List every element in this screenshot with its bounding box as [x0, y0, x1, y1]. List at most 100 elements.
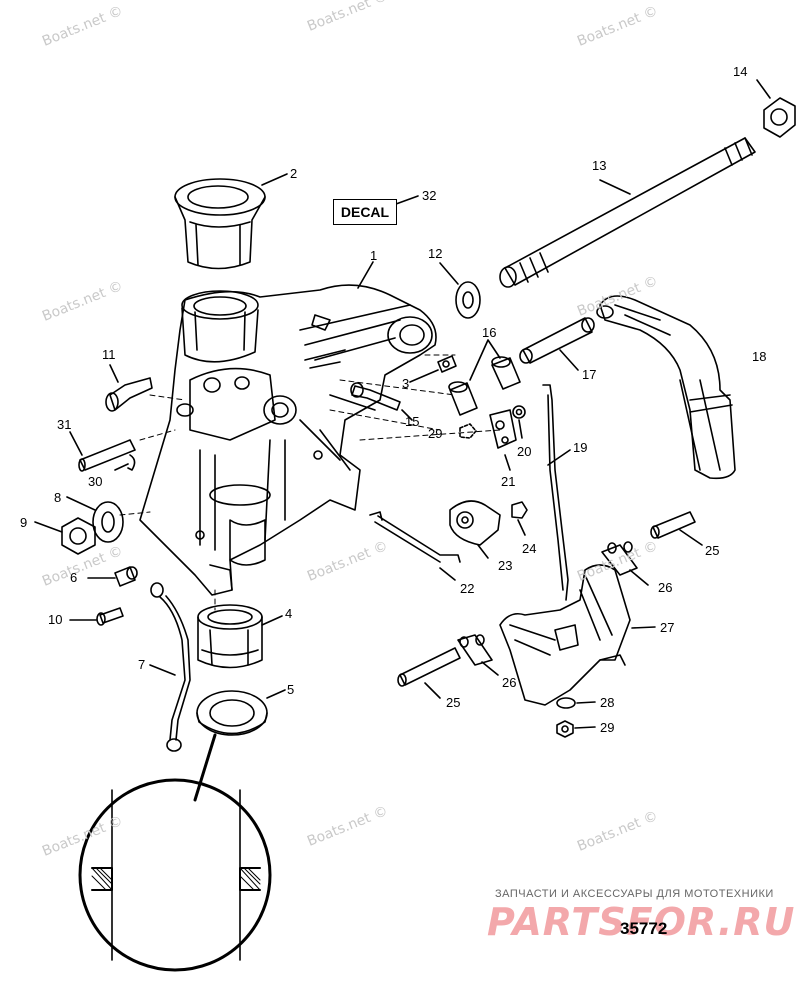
leader-2: [261, 173, 288, 186]
part-upper-bushing: [174, 178, 266, 270]
detail-circle: [78, 778, 272, 972]
leader-29b: [574, 726, 596, 729]
leader-17: [559, 349, 579, 371]
callout-9: 9: [20, 515, 28, 530]
callout-32: 32: [422, 188, 437, 203]
callout-26b: 26: [502, 675, 517, 690]
callout-26a: 26: [658, 580, 673, 595]
leader-12: [439, 262, 459, 285]
leader-16: [469, 339, 501, 381]
assembly-lines: [119, 354, 501, 611]
part-nut-24: [511, 501, 528, 519]
detail-leader: [193, 733, 217, 802]
callout-17: 17: [582, 367, 597, 382]
part-bushings-16: [448, 356, 521, 416]
part-nut-9: [61, 517, 96, 555]
callout-30: 30: [88, 474, 103, 489]
part-cotter-30: [127, 454, 136, 471]
part-plate-21: [489, 409, 517, 449]
callout-25b: 25: [446, 695, 461, 710]
callout-20: 20: [517, 444, 532, 459]
leader-3: [409, 369, 439, 383]
callout-19: 19: [573, 440, 588, 455]
callout-11: 11: [102, 347, 116, 362]
leader-4: [261, 615, 283, 626]
leader-28: [576, 701, 596, 704]
part-nut-top: [763, 97, 796, 138]
leader-15: [401, 409, 413, 421]
callout-5: 5: [287, 682, 295, 697]
leader-11: [109, 364, 119, 383]
part-rod-19: [542, 384, 569, 601]
callout-18: 18: [752, 349, 767, 364]
callout-24: 24: [522, 541, 537, 556]
part-swivel-bracket: [139, 284, 437, 596]
part-washer-20: [512, 405, 526, 419]
callout-21: 21: [501, 474, 516, 489]
leader-25b: [424, 682, 441, 699]
callout-23: 23: [498, 558, 513, 573]
footer-caption: ЗАПЧАСТИ И АКСЕССУАРЫ ДЛЯ МОТОТЕХНИКИ: [495, 888, 774, 900]
leader-23: [477, 544, 489, 559]
leader-24: [517, 519, 526, 536]
part-washer-8: [92, 501, 124, 543]
part-seal-5: [196, 690, 268, 736]
leader-14: [756, 79, 771, 99]
callout-8: 8: [54, 490, 62, 505]
callout-22: 22: [460, 581, 475, 596]
part-bolt-15: [350, 382, 401, 411]
part-pin-31: [78, 439, 136, 472]
leader-32: [395, 195, 419, 205]
leader-27: [631, 626, 656, 629]
decal-label: DECAL: [333, 199, 397, 225]
callout-1: 1: [370, 248, 378, 263]
leader-31: [69, 431, 83, 456]
callout-2: 2: [290, 166, 298, 181]
callout-10: 10: [48, 612, 63, 627]
figure-number: 35772: [620, 919, 668, 938]
callout-28: 28: [600, 695, 615, 710]
leader-19: [547, 449, 571, 466]
part-pin-25-right: [650, 511, 696, 539]
detail-section: [91, 789, 261, 961]
callout-16: 16: [482, 325, 497, 340]
callout-27: 27: [660, 620, 675, 635]
callout-12: 12: [428, 246, 443, 261]
part-pin-25-left: [397, 647, 461, 687]
part-clip-26-left: [457, 634, 493, 666]
part-tilt-lever: [596, 295, 736, 480]
callout-25a: 25: [705, 543, 720, 558]
callout-6: 6: [70, 570, 78, 585]
callout-7: 7: [138, 657, 146, 672]
callout-29a: 29: [428, 426, 443, 441]
leader-8: [66, 496, 96, 511]
part-lower-bushing: [197, 604, 263, 669]
leader-13: [599, 179, 631, 195]
callout-13: 13: [592, 158, 607, 173]
site-logo: PARTSFOR.RU: [487, 900, 796, 944]
callout-15: 15: [405, 414, 420, 429]
leader-26b: [481, 661, 499, 676]
leader-22: [439, 567, 456, 581]
callout-31: 31: [57, 417, 72, 432]
part-clip-26-right: [601, 541, 638, 576]
part-nut-29a: [459, 423, 477, 439]
leader-20: [518, 419, 523, 439]
part-bracket-27: [499, 564, 631, 706]
part-link-rod-22: [369, 511, 461, 563]
part-pin-17: [519, 317, 595, 364]
leader-5: [266, 689, 286, 699]
leader-7: [149, 664, 176, 676]
leader-9: [34, 521, 63, 533]
leader-26a: [629, 569, 649, 586]
leader-21: [504, 454, 511, 471]
callout-29b: 29: [600, 720, 615, 735]
part-tilt-tube: [499, 137, 756, 288]
leader-1: [357, 261, 374, 289]
part-fitting-6: [114, 566, 138, 587]
callout-14: 14: [733, 64, 748, 79]
part-grease-fitting: [437, 355, 457, 373]
part-nut-29b: [556, 720, 574, 738]
